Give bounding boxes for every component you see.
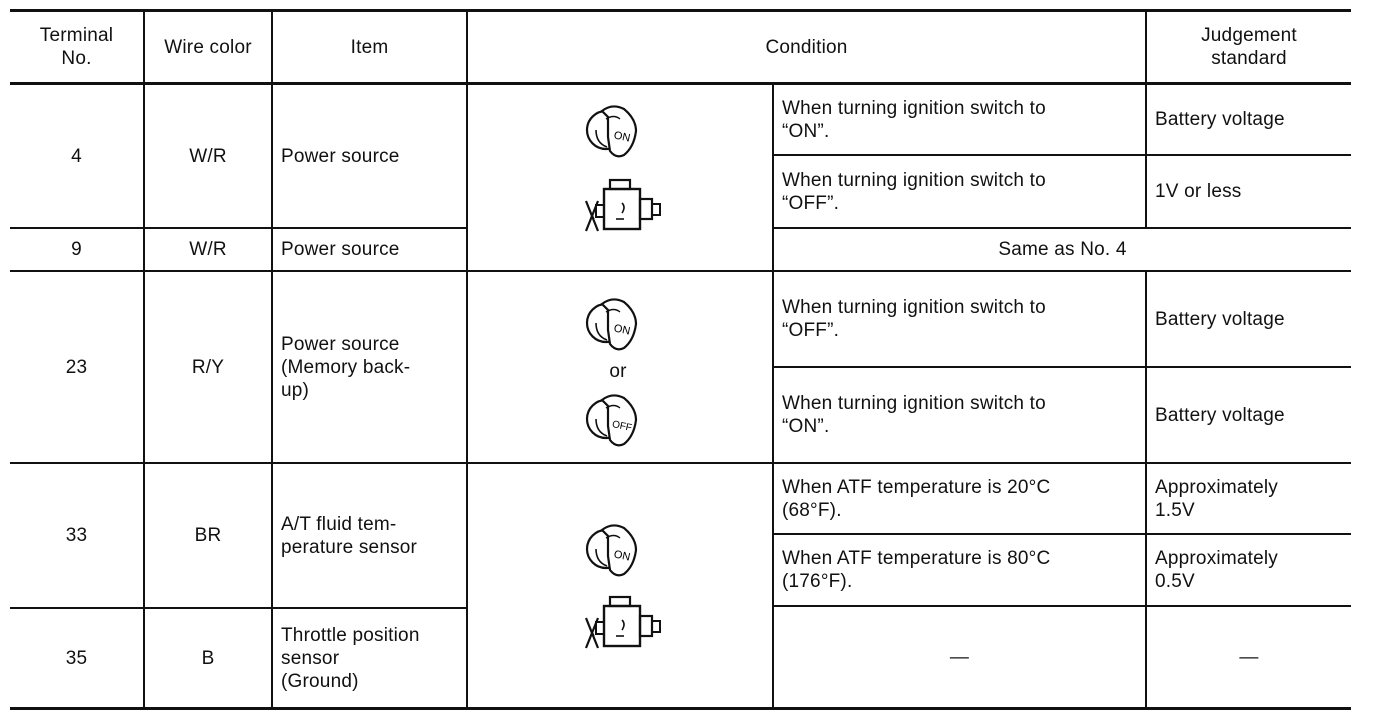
row-divider xyxy=(772,605,1351,607)
header-wire-color: Wire color xyxy=(164,36,252,58)
header-item: Item xyxy=(350,36,389,58)
row-divider xyxy=(10,227,467,229)
wire-color: R/Y xyxy=(191,356,225,378)
item-name: A/T fluid tem- perature sensor xyxy=(281,513,418,558)
row-divider xyxy=(10,270,1351,272)
row-divider xyxy=(10,462,1351,464)
condition-text: When turning ignition switch to “ON”. xyxy=(782,97,1046,142)
condition-text: When turning ignition switch to “OFF”. xyxy=(782,297,1046,341)
svg-text:ON: ON xyxy=(613,322,632,337)
header-condition: Condition xyxy=(765,36,848,58)
condition-text: When turning ignition switch to “ON”. xyxy=(782,393,1046,437)
terminal-number: 23 xyxy=(65,356,88,378)
column-divider xyxy=(466,9,468,710)
terminal-number: 33 xyxy=(65,525,88,546)
row-divider xyxy=(10,607,467,609)
svg-text:ON: ON xyxy=(613,548,632,563)
column-divider xyxy=(1145,270,1147,710)
condition-text: When ATF temperature is 20°C (68°F). xyxy=(782,476,1051,521)
ignition-key-on-icon: ON xyxy=(585,105,638,158)
row-divider xyxy=(772,154,1351,156)
item-name: Power source xyxy=(281,145,400,167)
engine-stopped-icon xyxy=(584,595,661,649)
wire-color: W/R xyxy=(189,239,227,260)
ignition-key-on-icon: ON xyxy=(585,524,638,577)
row-divider xyxy=(772,533,1351,535)
wire-color: BR xyxy=(194,525,222,546)
header-terminal-no: Terminal No. xyxy=(39,25,114,69)
judgement-value: Approximately 0.5V xyxy=(1155,548,1278,592)
column-divider xyxy=(271,9,273,710)
terminal-number: 9 xyxy=(71,239,82,260)
judgement-value: — xyxy=(1239,646,1259,668)
table-bottom-border xyxy=(10,707,1351,710)
condition-text: When turning ignition switch to “OFF”. xyxy=(782,169,1046,214)
judgement-value: Battery voltage xyxy=(1155,109,1285,130)
wire-color: B xyxy=(201,647,215,669)
judgement-value: Approximately 1.5V xyxy=(1155,476,1278,521)
judgement-value: 1V or less xyxy=(1155,181,1242,202)
svg-text:OFF: OFF xyxy=(611,419,633,434)
engine-stopped-icon xyxy=(584,178,661,232)
condition-text: When ATF temperature is 80°C (176°F). xyxy=(782,548,1051,592)
judgement-value: Battery voltage xyxy=(1155,404,1285,426)
judgement-value: Battery voltage xyxy=(1155,308,1285,330)
column-divider xyxy=(143,9,145,710)
terminal-table: Terminal No. Wire color Item Condition J… xyxy=(10,9,1351,710)
item-name: Power source xyxy=(281,239,400,260)
svg-text:ON: ON xyxy=(613,129,632,144)
wire-color: W/R xyxy=(189,145,227,167)
header-judgement-standard: Judgement standard xyxy=(1201,25,1297,69)
row-divider xyxy=(772,227,1351,229)
item-name: Power source (Memory back- up) xyxy=(281,333,411,401)
terminal-number: 35 xyxy=(65,647,88,669)
item-name: Throttle position sensor (Ground) xyxy=(281,624,420,692)
or-label: or xyxy=(609,360,627,382)
table-top-border xyxy=(10,9,1351,12)
column-divider xyxy=(772,82,774,710)
header-bottom-border xyxy=(10,82,1351,85)
condition-text: — xyxy=(949,646,970,668)
ignition-key-on-icon: ON xyxy=(585,298,638,351)
row-divider xyxy=(772,366,1351,368)
same-as-note: Same as No. 4 xyxy=(998,239,1127,260)
ignition-key-off-icon: OFF xyxy=(585,394,638,447)
column-divider xyxy=(1145,9,1147,228)
terminal-number: 4 xyxy=(71,145,82,167)
